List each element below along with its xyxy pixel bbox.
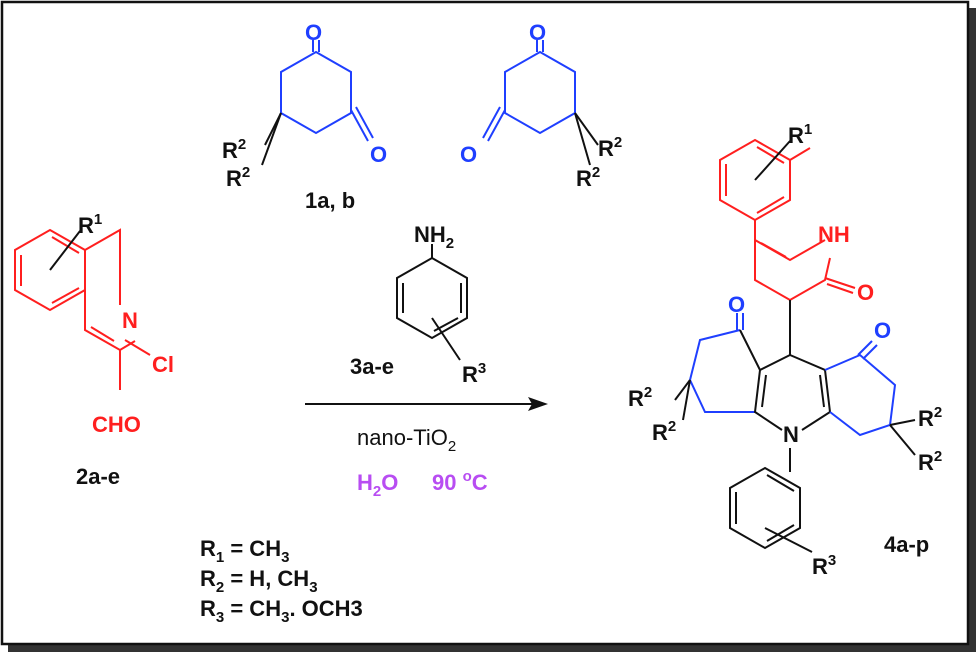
dione-right-o2: O bbox=[460, 142, 477, 167]
product-right-r2b: R2 bbox=[918, 448, 942, 475]
product-right-r2a: R2 bbox=[918, 404, 942, 431]
substituent-legend: R1 = CH3 R2 = H, CH3 R3 = CH3. OCH3 bbox=[200, 536, 363, 626]
solvent-label: H2O bbox=[357, 470, 398, 500]
catalyst-label: nano-TiO2 bbox=[357, 425, 456, 455]
product-r3: R3 bbox=[812, 552, 836, 579]
product-right-o: O bbox=[874, 318, 891, 343]
dione-left-r2a: R2 bbox=[222, 136, 246, 163]
dione-right: O O R2 R2 bbox=[460, 20, 622, 191]
legend-r1: R1 = CH3 bbox=[200, 536, 289, 566]
dione-left-o1: O bbox=[305, 20, 322, 45]
product-left-r2a: R2 bbox=[628, 384, 652, 411]
dione-right-r2a: R2 bbox=[598, 134, 622, 161]
aldehyde-r1: R1 bbox=[78, 211, 102, 238]
aniline-label: 3a-e bbox=[350, 354, 394, 379]
dione-label: 1a, b bbox=[305, 188, 355, 213]
aldehyde-cl: Cl bbox=[152, 352, 174, 377]
product-r1: R1 bbox=[788, 121, 812, 148]
dione-left: O O R2 R2 bbox=[222, 20, 387, 191]
product-left-r2b: R2 bbox=[652, 418, 676, 445]
dione-left-r2b: R2 bbox=[226, 164, 250, 191]
aniline-r3: R3 bbox=[462, 360, 486, 387]
product-left-o: O bbox=[728, 292, 745, 317]
temperature-label: 90 oC bbox=[432, 468, 488, 495]
dione-left-o2: O bbox=[370, 142, 387, 167]
aldehyde-cho: CHO bbox=[92, 412, 141, 437]
legend-r3: R3 = CH3. OCH3 bbox=[200, 596, 363, 626]
aldehyde-label: 2a-e bbox=[76, 464, 120, 489]
product-nh: NH bbox=[818, 222, 850, 247]
frame-border bbox=[0, 0, 970, 646]
product-quinolinone-o: O bbox=[857, 280, 874, 305]
dione-right-r2b: R2 bbox=[576, 164, 600, 191]
product-structure: NH O R1 O R2 R2 O R2 R2 N bbox=[628, 121, 942, 579]
legend-r2: R2 = H, CH3 bbox=[200, 566, 318, 596]
reaction-arrow bbox=[305, 397, 548, 411]
dione-right-o1: O bbox=[529, 20, 546, 45]
aniline-nh2: NH2 bbox=[414, 222, 454, 252]
aniline-structure: NH2 R3 bbox=[396, 222, 486, 387]
aldehyde-n: N bbox=[122, 308, 138, 333]
product-n: N bbox=[783, 422, 799, 447]
product-label: 4a-p bbox=[884, 532, 929, 557]
aldehyde-structure: N Cl CHO R1 bbox=[14, 211, 174, 437]
